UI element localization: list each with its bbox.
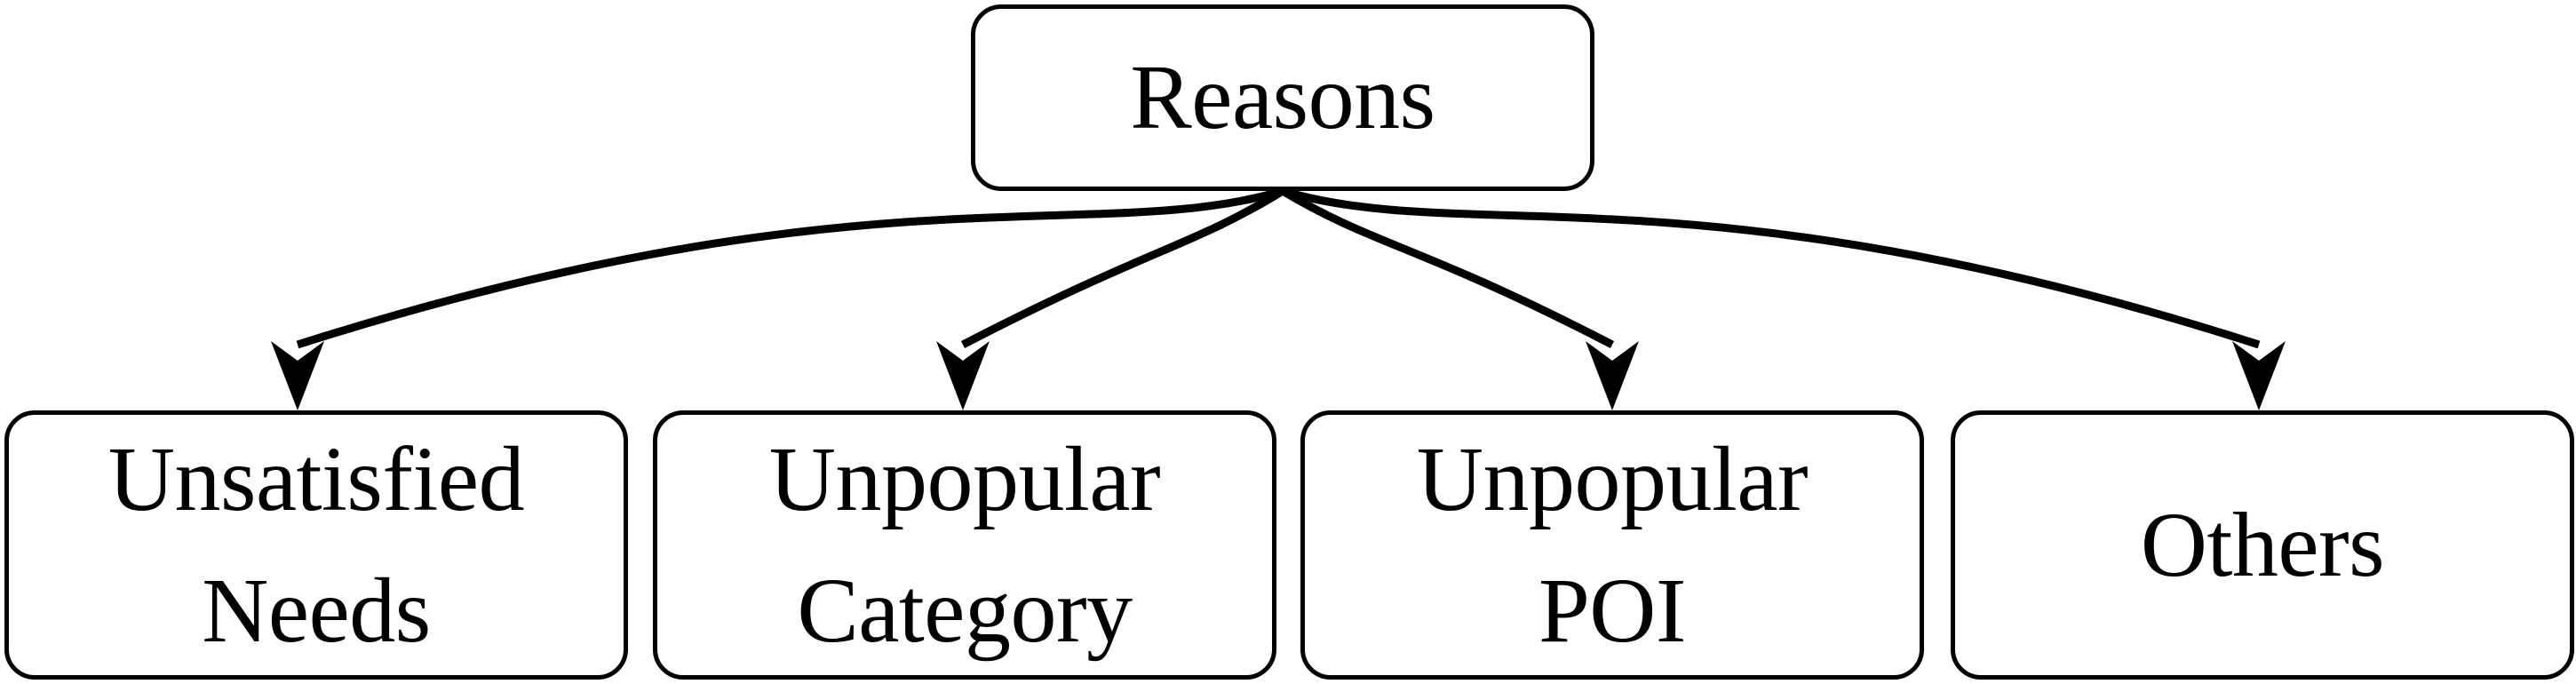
node-unpopular-poi[interactable]: Unpopular POI [1300, 410, 1924, 680]
edge-paths [296, 187, 2261, 349]
edge-reasons-unpopular-category [960, 187, 1285, 348]
node-unpopular-category[interactable]: Unpopular Category [653, 410, 1276, 680]
node-others[interactable]: Others [1951, 410, 2574, 680]
edge-reasons-unsatisfied-needs [296, 187, 1284, 349]
node-others-label: Others [2140, 493, 2385, 596]
edge-reasons-others [1281, 187, 2261, 349]
node-unsatisfied-needs[interactable]: Unsatisfied Needs [4, 410, 628, 680]
edge-reasons-unpopular-poi [1280, 187, 1615, 348]
arrowhead-unpopular-poi [1586, 341, 1639, 410]
node-unpopular-poi-label: Unpopular POI [1416, 427, 1809, 662]
node-reasons-label: Reasons [1130, 46, 1435, 149]
arrowhead-unpopular-category [936, 341, 990, 410]
arrowhead-others [2232, 341, 2286, 410]
arrowhead-unsatisfied-needs [271, 341, 324, 410]
node-unsatisfied-needs-label: Unsatisfied Needs [107, 427, 525, 662]
node-unpopular-category-label: Unpopular Category [768, 427, 1161, 662]
edge-arrowheads [271, 341, 2286, 410]
node-reasons[interactable]: Reasons [971, 4, 1594, 191]
